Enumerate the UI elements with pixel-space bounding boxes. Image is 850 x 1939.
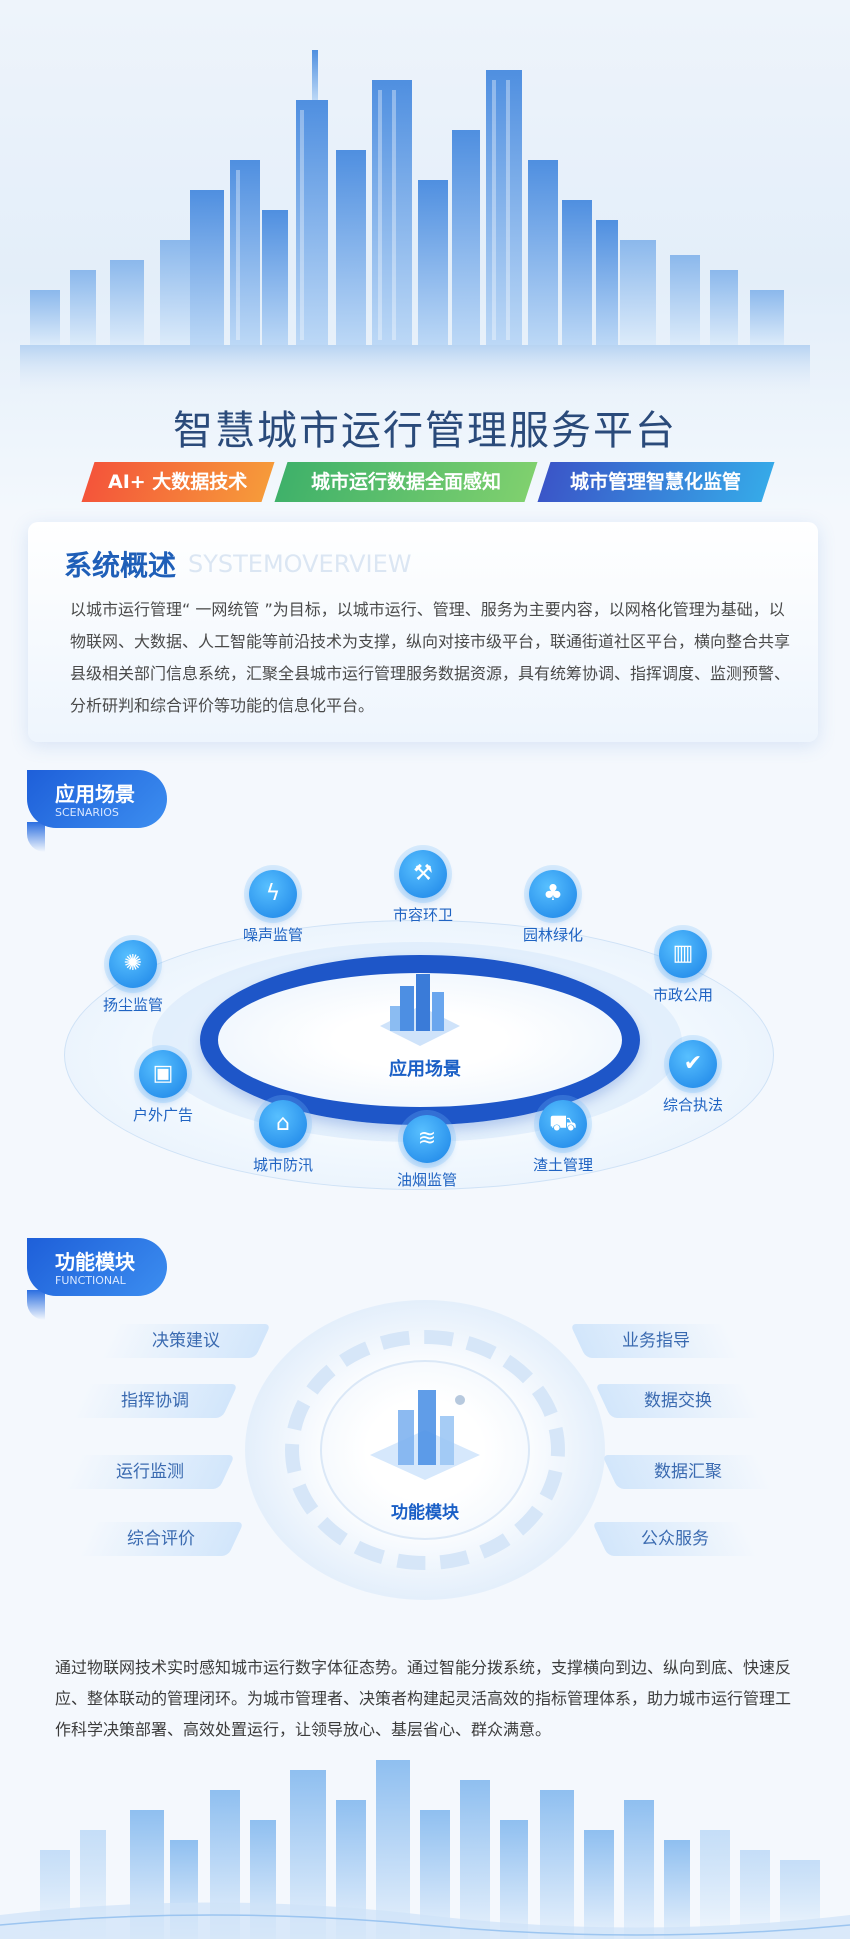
building-icon: ▥ — [659, 930, 707, 978]
module-command-coordination[interactable]: 指挥协调 — [72, 1384, 238, 1418]
scenario-label: 城市防汛 — [252, 1156, 313, 1174]
overview-text: 以城市运行管理“ 一网统管 ”为目标，以城市运行、管理、服务为主要内容，以网格化… — [70, 600, 791, 715]
scenarios-badge-title: 应用场景 — [55, 782, 135, 806]
scenario-outdoor-ad[interactable]: ▣ 户外广告 — [108, 1050, 218, 1125]
module-data-exchange[interactable]: 数据交换 — [595, 1384, 761, 1418]
scenario-label: 户外广告 — [132, 1106, 193, 1124]
fume-hood-icon: ≋ — [403, 1115, 451, 1163]
scenario-label: 噪声监管 — [242, 926, 303, 944]
scenario-enforcement[interactable]: ✔ 综合执法 — [638, 1040, 748, 1115]
scenario-label: 园林绿化 — [522, 926, 583, 944]
module-public-service[interactable]: 公众服务 — [592, 1522, 758, 1556]
overview-title-en: SYSTEMOVERVIEW — [188, 550, 412, 578]
scenarios-badge-subtitle: SCENARIOS — [55, 806, 119, 819]
scenario-muck[interactable]: ⛟ 渣土管理 — [508, 1100, 618, 1175]
functional-badge-title: 功能模块 — [55, 1250, 135, 1274]
overview-title: 系统概述 — [64, 549, 177, 582]
module-comprehensive-evaluation[interactable]: 综合评价 — [78, 1522, 244, 1556]
tag-data-perception: 城市运行数据全面感知 — [274, 462, 538, 502]
scenarios-hub-label: 应用场景 — [389, 1059, 461, 1080]
tree-icon: ♣ — [529, 870, 577, 918]
module-business-guidance[interactable]: 业务指导 — [570, 1324, 741, 1358]
smart-building-icon — [380, 974, 460, 1046]
tag-smart-supervision: 城市管理智慧化监管 — [537, 462, 775, 502]
scenario-label: 扬尘监管 — [102, 996, 163, 1014]
functional-badge: 功能模块 FUNCTIONAL — [27, 1238, 167, 1296]
badge-tail-decoration — [27, 1290, 45, 1320]
city-skyline-illustration — [20, 50, 810, 400]
footer-skyline-illustration — [0, 1760, 850, 1939]
module-decision-advice[interactable]: 决策建议 — [100, 1324, 271, 1358]
scenario-sanitation[interactable]: ⚒ 市容环卫 — [368, 850, 478, 925]
scenario-flood[interactable]: ⌂ 城市防汛 — [228, 1100, 338, 1175]
system-overview-card: SYSTEMOVERVIEW 系统概述 以城市运行管理“ 一网统管 ”为目标，以… — [28, 522, 818, 742]
scenario-label: 油烟监管 — [396, 1171, 457, 1189]
dump-truck-icon: ⛟ — [539, 1100, 587, 1148]
page-title: 智慧城市运行管理服务平台 — [173, 408, 677, 454]
feature-tags: AI+ 大数据技术 城市运行数据全面感知 城市管理智慧化监管 — [81, 462, 775, 502]
functional-modules-diagram: 功能模块 决策建议 指挥协调 运行监测 综合评价 业务指导 数据交换 数据汇聚 … — [0, 1300, 850, 1600]
scenario-label: 综合执法 — [662, 1096, 723, 1114]
scenario-noise[interactable]: ϟ 噪声监管 — [218, 870, 328, 945]
scenarios-badge: 应用场景 SCENARIOS — [27, 770, 167, 828]
functional-badge-subtitle: FUNCTIONAL — [55, 1274, 126, 1287]
badge-tail-decoration — [27, 822, 45, 852]
scenario-greening[interactable]: ♣ 园林绿化 — [498, 870, 608, 945]
scenario-label: 市容环卫 — [392, 906, 453, 924]
summary-text: 通过物联网技术实时感知城市运行数字体征态势。通过智能分拨系统，支撑横向到边、纵向… — [55, 1658, 792, 1739]
functional-hub-label: 功能模块 — [391, 1503, 459, 1523]
module-data-aggregation[interactable]: 数据汇聚 — [602, 1455, 773, 1489]
noise-icon: ϟ — [249, 870, 297, 918]
dust-icon: ✺ — [109, 940, 157, 988]
scenario-label: 渣土管理 — [532, 1156, 593, 1174]
flood-house-icon: ⌂ — [259, 1100, 307, 1148]
module-city-icon — [370, 1390, 480, 1480]
scenario-label: 市政公用 — [652, 986, 713, 1004]
scenario-fume[interactable]: ≋ 油烟监管 — [372, 1115, 482, 1190]
sanitation-worker-icon: ⚒ — [399, 850, 447, 898]
module-operation-monitoring[interactable]: 运行监测 — [64, 1455, 235, 1489]
hero-banner: 智慧城市运行管理服务平台 AI+ 大数据技术 城市运行数据全面感知 城市管理智慧… — [0, 0, 850, 510]
scenarios-diagram: 应用场景 ϟ 噪声监管 ⚒ 市容环卫 ♣ 园林绿化 ✺ 扬尘监管 ▥ 市政公用 … — [0, 830, 850, 1220]
scenario-dust[interactable]: ✺ 扬尘监管 — [78, 940, 188, 1015]
tag-ai-bigdata: AI+ 大数据技术 — [81, 462, 275, 502]
scenario-municipal[interactable]: ▥ 市政公用 — [628, 930, 738, 1005]
ad-icon: ▣ — [139, 1050, 187, 1098]
shield-check-icon: ✔ — [669, 1040, 717, 1088]
